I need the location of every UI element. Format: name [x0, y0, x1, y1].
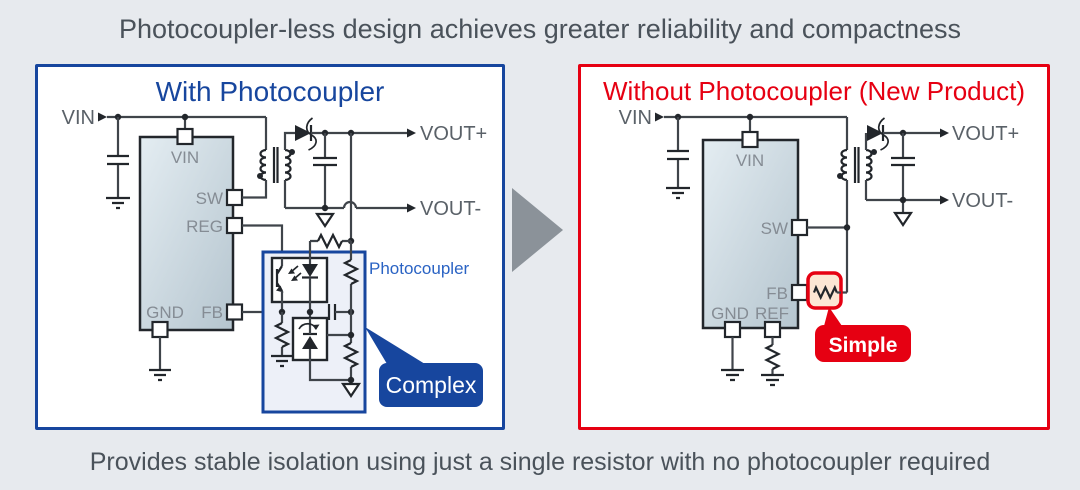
right-vin-rail: [655, 112, 849, 150]
right-arrow-icon: [512, 188, 563, 272]
left-pin-vin-label: VIN: [171, 148, 199, 167]
left-emitter-resistor: [271, 312, 293, 368]
left-pin-gnd: [151, 320, 169, 339]
right-vout-plus-label: VOUT+: [952, 123, 1019, 145]
left-output-capacitor: [313, 133, 337, 208]
left-vout-plus-line: VOUT+: [311, 123, 487, 145]
complex-badge: Complex: [365, 327, 483, 407]
simple-badge-label: Simple: [829, 334, 898, 357]
page-caption: Provides stable isolation using just a s…: [89, 448, 991, 476]
left-transformer: [242, 131, 295, 208]
right-vout-minus-line: VOUT-: [866, 190, 1013, 227]
left-vout-plus-label: VOUT+: [420, 123, 487, 145]
right-pin-vin-label: VIN: [736, 151, 764, 170]
feedback-resistor-highlight: [806, 271, 843, 310]
left-bias-resistor: [310, 232, 351, 250]
left-divider-rail: [340, 241, 362, 398]
right-vout-minus-label: VOUT-: [952, 190, 1013, 212]
right-ref-resistor: [761, 337, 784, 387]
left-pin-reg-label: REG: [186, 217, 223, 236]
left-vin-node-label: VIN: [62, 107, 95, 129]
left-input-capacitor: [106, 117, 130, 210]
right-vin-node-label: VIN: [619, 107, 652, 129]
right-ic-block: VIN SW FB GND REF: [701, 130, 809, 339]
photocoupler-symbol: [270, 241, 329, 318]
left-pin-vin: [176, 127, 194, 146]
left-pin-sw: [225, 188, 244, 207]
left-vout-minus-line: VOUT-: [285, 198, 481, 228]
without-photocoupler-panel: Without Photocoupler (New Product): [578, 64, 1050, 430]
left-vout-minus-label: VOUT-: [420, 198, 481, 220]
right-pin-sw-label: SW: [761, 219, 788, 238]
right-pin-fb: [790, 283, 809, 302]
right-pin-sw: [790, 218, 809, 237]
left-circuit-svg: VIN SW REG FB GND: [62, 107, 487, 414]
left-pin-fb: [225, 303, 244, 321]
page-title: Photocoupler-less design achieves greate…: [119, 14, 961, 44]
left-pin-gnd-label: GND: [146, 303, 184, 322]
left-pin-sw-label: SW: [196, 189, 223, 208]
right-circuit-svg: VIN SW FB GND REF: [619, 107, 1019, 387]
left-ic-block: VIN SW REG FB GND: [138, 127, 244, 339]
right-gnd-ground: [721, 337, 744, 382]
simple-badge: Simple: [815, 307, 911, 362]
right-pin-ref-label: REF: [755, 304, 789, 323]
right-transformer: [837, 133, 877, 200]
left-pin-reg: [225, 216, 244, 235]
left-feedback-rail: [347, 133, 355, 245]
photocoupler-label: Photocoupler: [369, 259, 470, 278]
shunt-regulator: [291, 316, 351, 382]
right-output-capacitor: [891, 133, 915, 200]
right-pin-vin: [741, 130, 759, 149]
left-ic-ground: [149, 337, 171, 382]
with-photocoupler-panel: With Photocoupler: [35, 64, 505, 430]
left-pin-fb-label: FB: [201, 303, 223, 322]
right-panel-title: Without Photocoupler (New Product): [603, 76, 1025, 106]
left-panel-title: With Photocoupler: [155, 76, 385, 107]
right-pin-gnd: [723, 320, 742, 339]
complex-badge-label: Complex: [386, 372, 477, 398]
left-vin-rail: [98, 112, 268, 150]
right-input-capacitor: [666, 117, 690, 200]
right-pin-gnd-label: GND: [711, 304, 749, 323]
right-pin-fb-label: FB: [766, 284, 788, 303]
right-pin-ref: [763, 320, 782, 339]
